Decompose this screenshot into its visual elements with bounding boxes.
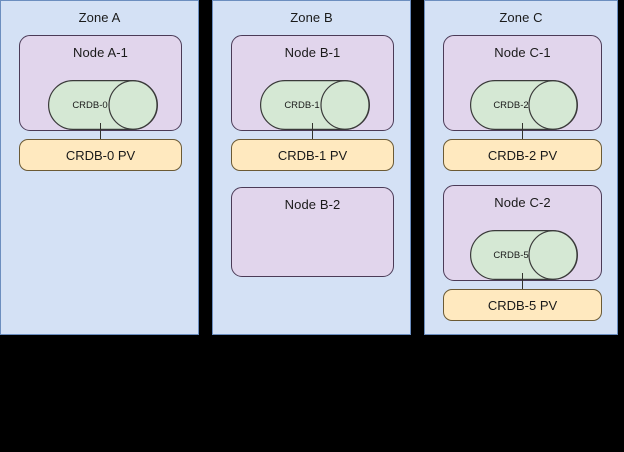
- connector-crdb-5-to-pv: [522, 273, 523, 290]
- zone-container-a[interactable]: Zone A Node A-1 CRDB-0 CRDB-0 PV: [0, 0, 199, 335]
- node-label-b-1: Node B-1: [284, 45, 341, 60]
- pv-box-crdb-5[interactable]: CRDB-5 PV: [443, 289, 602, 321]
- pod-cylinder-crdb-2[interactable]: CRDB-2: [470, 80, 578, 130]
- pod-label-crdb-2: CRDB-2: [493, 99, 529, 111]
- node-label-a-1: Node A-1: [72, 45, 128, 60]
- pv-label-crdb-5: CRDB-5 PV: [487, 297, 558, 313]
- cylinder-shape-icon: [48, 80, 158, 130]
- connector-crdb-1-to-pv: [312, 123, 313, 140]
- zone-container-c[interactable]: Zone C Node C-1 CRDB-2 CRDB-2 PV Node C-…: [424, 0, 618, 335]
- node-container-c-2[interactable]: Node C-2 CRDB-5: [443, 185, 602, 281]
- connector-crdb-2-to-pv: [522, 123, 523, 140]
- cylinder-shape-icon: [470, 230, 578, 280]
- pod-cylinder-crdb-5[interactable]: CRDB-5: [470, 230, 578, 280]
- pv-box-crdb-0[interactable]: CRDB-0 PV: [19, 139, 182, 171]
- node-label-c-2: Node C-2: [494, 195, 551, 210]
- zone-container-b[interactable]: Zone B Node B-1 CRDB-1 CRDB-1 PV Node B-…: [212, 0, 411, 335]
- cylinder-shape-icon: [470, 80, 578, 130]
- connector-crdb-0-to-pv: [100, 123, 101, 140]
- pv-label-crdb-1: CRDB-1 PV: [277, 147, 348, 163]
- pv-box-crdb-1[interactable]: CRDB-1 PV: [231, 139, 394, 171]
- node-container-b-1[interactable]: Node B-1 CRDB-1: [231, 35, 394, 131]
- pod-label-crdb-5: CRDB-5: [493, 249, 529, 261]
- node-label-b-2: Node B-2: [284, 197, 341, 212]
- node-container-a-1[interactable]: Node A-1 CRDB-0: [19, 35, 182, 131]
- node-container-b-2[interactable]: Node B-2: [231, 187, 394, 277]
- pod-label-crdb-1: CRDB-1: [284, 99, 320, 111]
- pv-box-crdb-2[interactable]: CRDB-2 PV: [443, 139, 602, 171]
- pod-label-crdb-0: CRDB-0: [72, 99, 108, 111]
- zone-label-a: Zone A: [78, 10, 121, 25]
- zone-label-b: Zone B: [290, 10, 333, 25]
- pv-label-crdb-0: CRDB-0 PV: [65, 147, 136, 163]
- pod-cylinder-crdb-0[interactable]: CRDB-0: [48, 80, 158, 130]
- pod-cylinder-crdb-1[interactable]: CRDB-1: [260, 80, 370, 130]
- zone-label-c: Zone C: [499, 10, 543, 25]
- pv-label-crdb-2: CRDB-2 PV: [487, 147, 558, 163]
- node-container-c-1[interactable]: Node C-1 CRDB-2: [443, 35, 602, 131]
- node-label-c-1: Node C-1: [494, 45, 551, 60]
- cylinder-shape-icon: [260, 80, 370, 130]
